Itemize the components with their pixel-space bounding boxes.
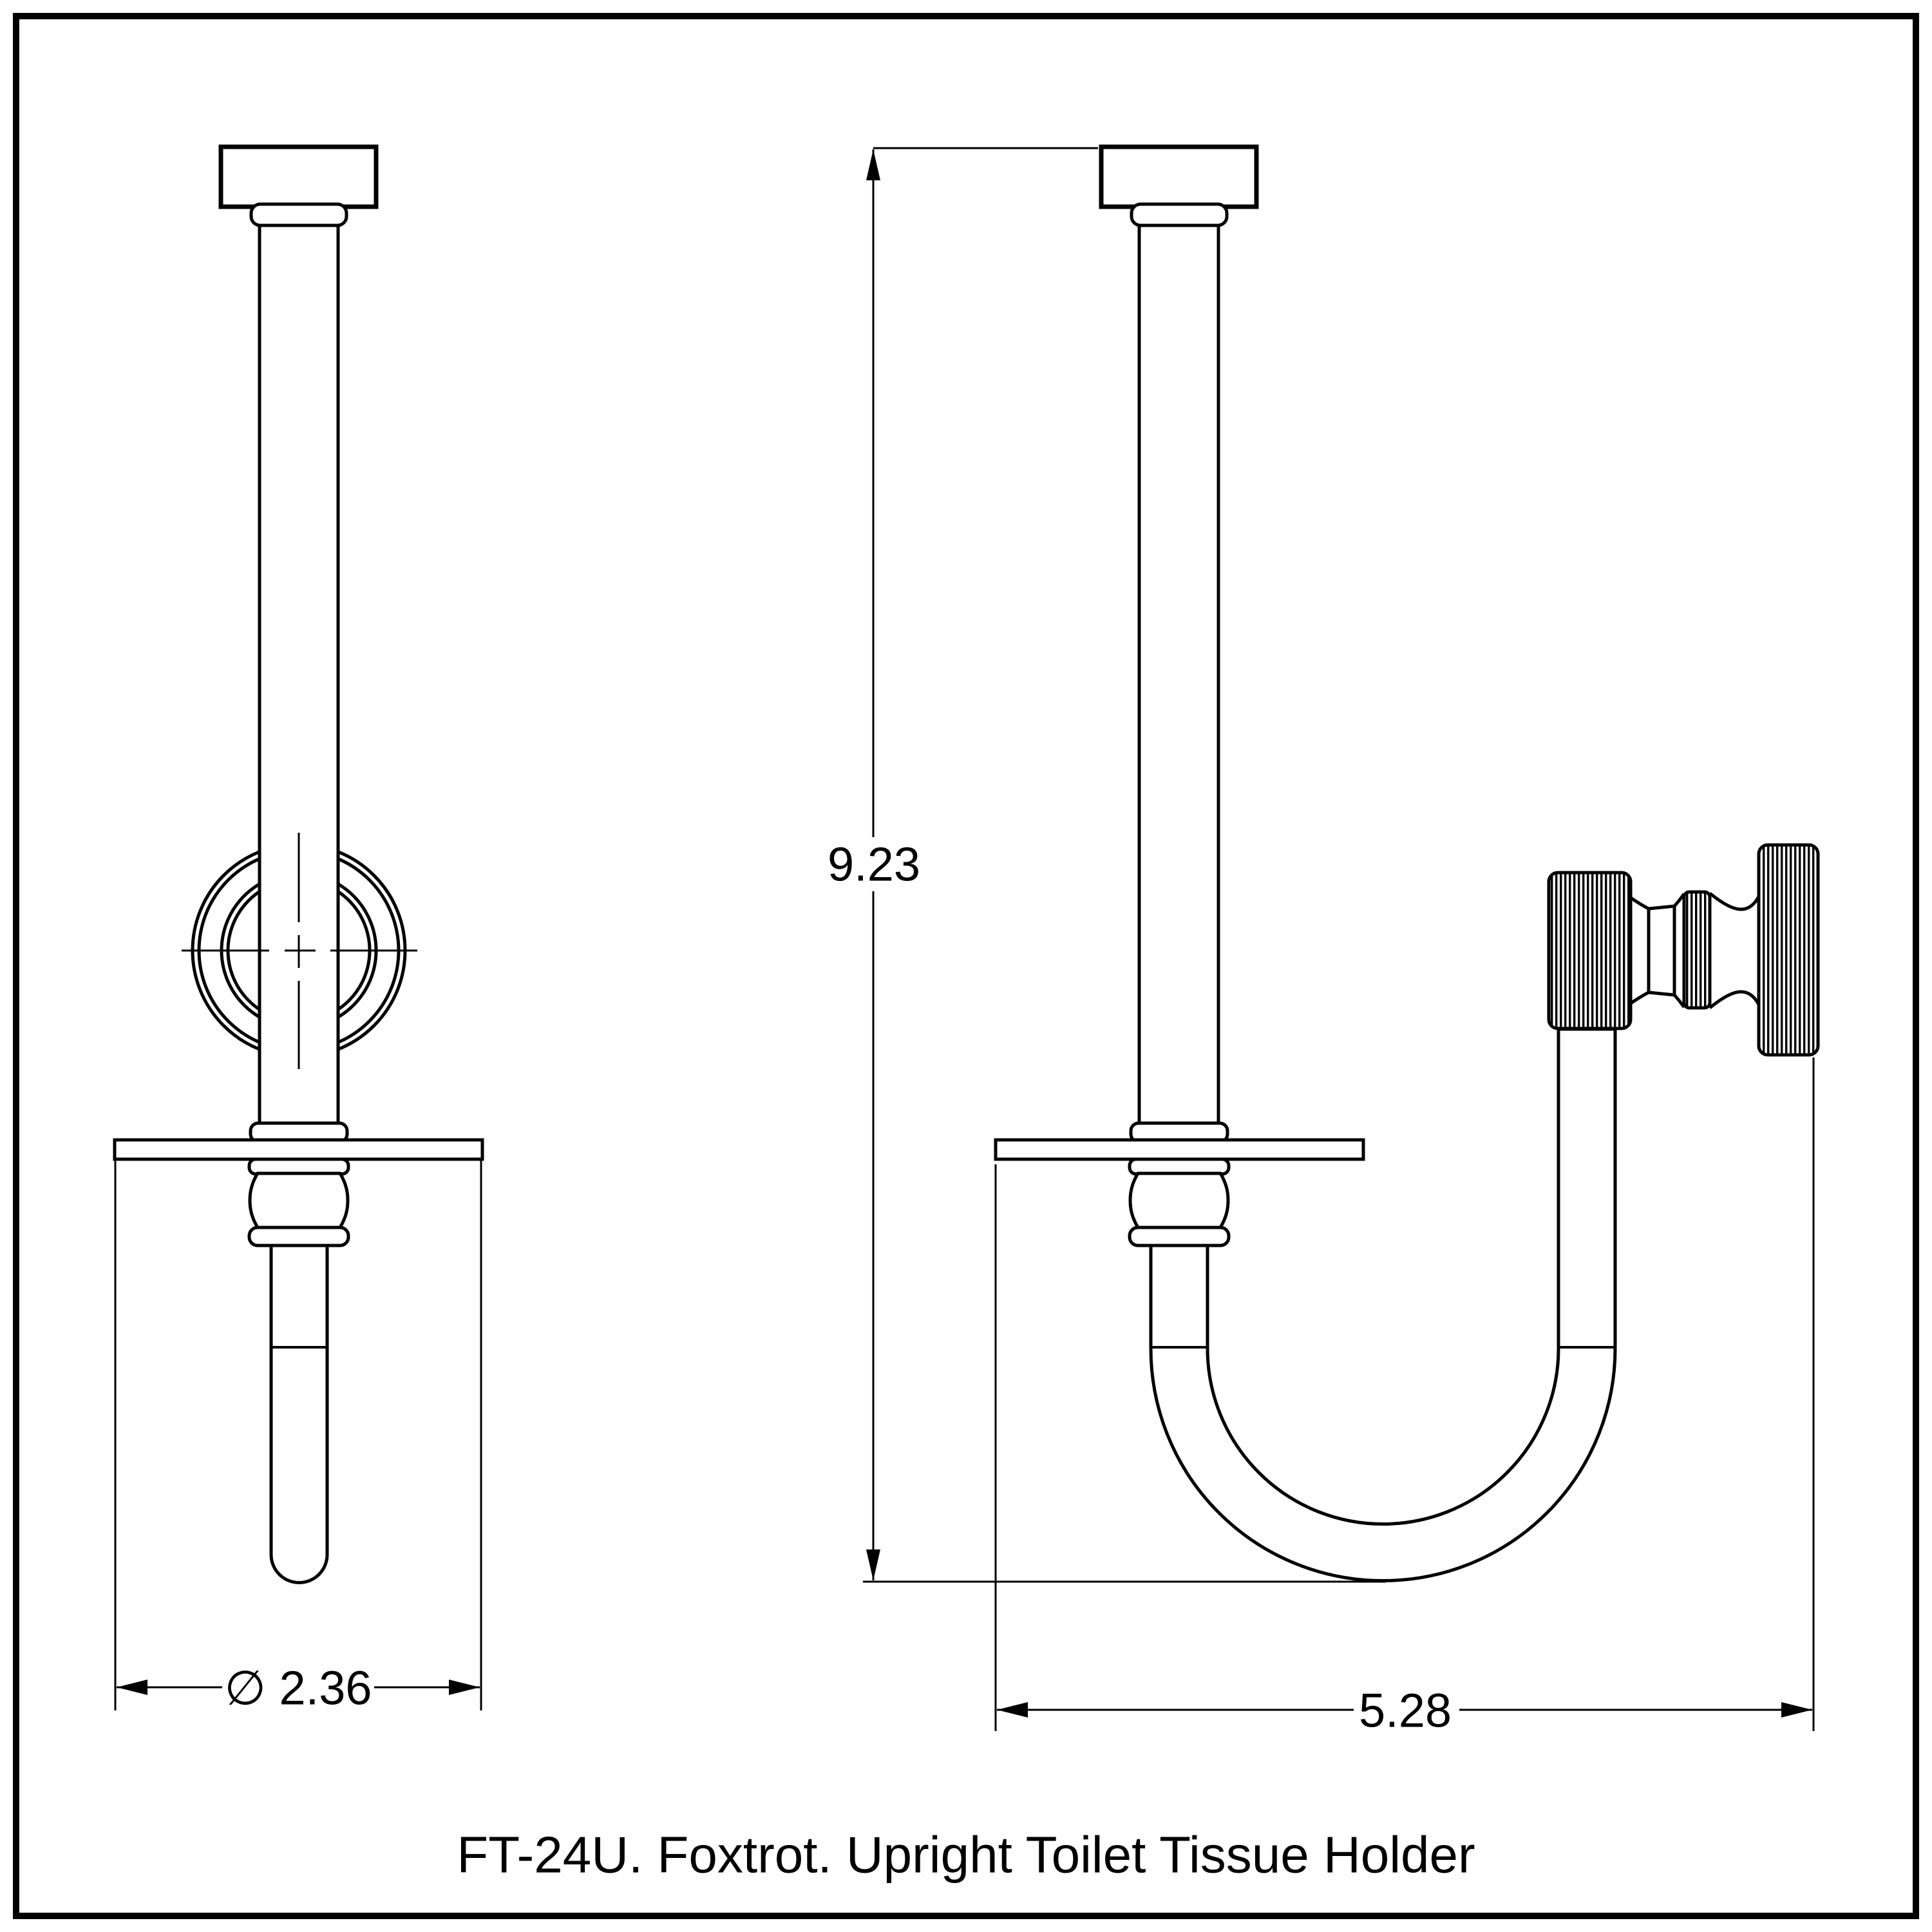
arrowhead-right [449, 1680, 480, 1695]
bracket-cove-bottom-left [1629, 990, 1650, 1005]
width-dimension: 5.28 [994, 1057, 1815, 1738]
post-tube-fill [260, 225, 337, 1124]
height-arrowhead-bottom [866, 1549, 880, 1580]
bracket-neck-top-edge [1648, 904, 1675, 911]
bracket-step-bottom [1673, 994, 1686, 1009]
width-arrowhead-right [1781, 1702, 1812, 1718]
arrowhead-left [117, 1680, 147, 1695]
top-collar [249, 202, 348, 227]
side-roll-rest-plate [994, 1138, 1365, 1161]
side-finial-bottom-ring [1128, 1226, 1231, 1247]
top-mount-cap [218, 144, 379, 209]
side-top-collar [1130, 202, 1229, 227]
wall-plate-knurled [1757, 843, 1820, 1057]
side-finial-vase [1128, 1171, 1230, 1229]
width-dimension-label: 5.28 [1359, 1684, 1452, 1738]
drawing-caption: FT-24U. Foxtrot. Upright Toilet Tissue H… [457, 1826, 1475, 1884]
front-view: ∅ 2.36 [113, 144, 484, 1715]
post-tube [258, 224, 340, 1124]
wall-bracket [1547, 843, 1820, 1057]
side-view: 9.23 5.28 [828, 144, 1820, 1738]
height-dimension-label: 9.23 [828, 838, 920, 891]
bracket-cove-bottom-right [1709, 990, 1761, 1009]
bracket-neck-bottom-edge [1648, 990, 1675, 997]
bracket-rosette-knurled [1547, 871, 1633, 1030]
side-top-mount-cap [1099, 144, 1259, 209]
flange-centerlines [182, 833, 417, 1069]
finial-bottom-ring [247, 1226, 350, 1247]
height-arrowhead-top [866, 149, 880, 180]
diameter-dimension-label: ∅ 2.36 [224, 1662, 372, 1715]
bracket-cove-top-left [1629, 896, 1650, 911]
width-arrowhead-left [997, 1702, 1028, 1718]
roll-rest-plate [113, 1138, 484, 1161]
hook-tube [1149, 1027, 1617, 1582]
finial-vase [248, 1171, 350, 1229]
side-post-tube-fill [1140, 225, 1218, 1124]
height-dimension: 9.23 [828, 147, 1386, 1583]
spindle-rod [269, 1244, 329, 1584]
diameter-dimension: ∅ 2.36 [114, 1160, 482, 1715]
page-border [13, 13, 1919, 1919]
bracket-band-knurled [1682, 890, 1712, 1010]
bracket-cove-top-right [1709, 892, 1761, 911]
side-post-tube [1137, 224, 1220, 1124]
